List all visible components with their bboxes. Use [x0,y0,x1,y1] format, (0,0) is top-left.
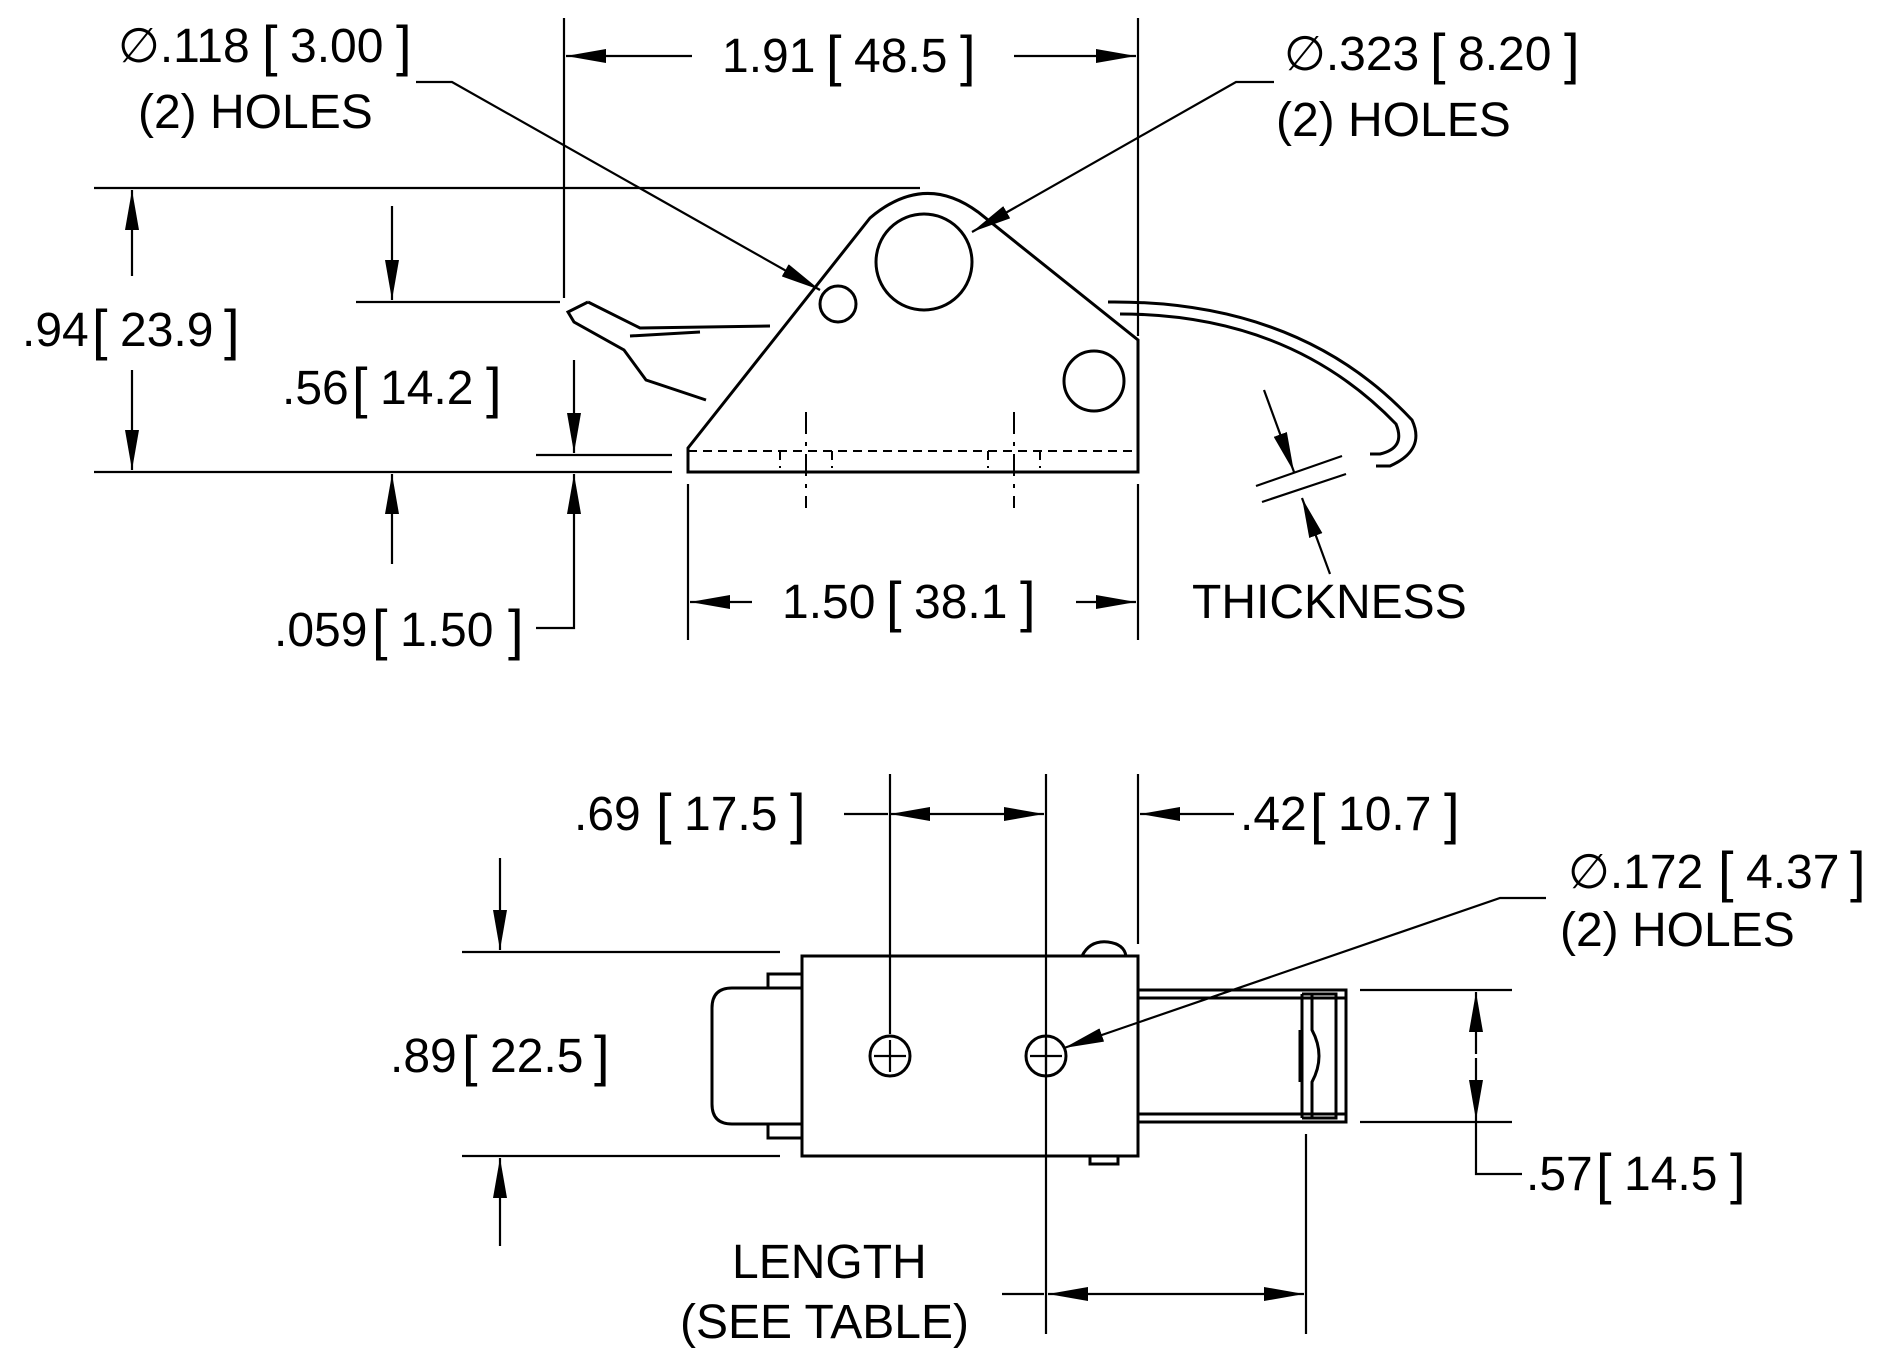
bracket: ] [1730,1142,1746,1205]
bracket: [ [1430,22,1446,85]
length-label: LENGTH [732,1236,927,1289]
bracket: ] [594,1024,610,1087]
left-lever-inner [587,300,771,338]
bracket: [ [262,14,278,77]
thickness-label: THICKNESS [1192,576,1467,629]
thickness-arrow-top [1262,389,1296,473]
top-hook-inner [1298,992,1338,1120]
hook-wire-inner [1119,312,1401,456]
bracket: ] [1020,570,1036,633]
top-hook-outer [1138,988,1348,1124]
dim-150-inch: 1.50 [782,576,875,629]
mount-hole-dia: ∅.172 [1568,846,1703,899]
dim-94-inch: .94 [22,304,89,357]
bracket: [ [826,24,842,87]
dim-1-91-inch: 1.91 [722,30,815,83]
thickness-arrow-bottom [1300,497,1332,575]
thickness-ext-1 [1255,454,1343,488]
dim-059-up [536,474,581,630]
dim-56-metric: 14.2 [380,362,473,415]
bracket: ] [224,298,240,361]
small-hole-note: (2) HOLES [138,86,373,139]
bracket: [ [352,356,368,419]
side-view: 1.91 [ 48.5 ] ∅.118 [ 3.00 ] (2) HOLES ∅… [22,14,1580,661]
bracket: ] [1850,840,1866,903]
bracket: ] [1564,22,1580,85]
bracket: [ [1310,782,1326,845]
top-view: .69 [ 17.5 ] .42 [ 10.7 ] ∅.172 [ 4.37 ]… [390,774,1866,1349]
bracket: ] [790,782,806,845]
large-hole-metric: 8.20 [1458,28,1551,81]
dim-42-inch: .42 [1240,788,1307,841]
large-hole-dia: ∅.323 [1284,28,1419,81]
bracket: [ [92,298,108,361]
dim-69-metric: 17.5 [684,788,777,841]
mount-hole-metric: 4.37 [1746,846,1839,899]
small-hole-leader [416,80,821,291]
large-hole-circle [874,212,974,312]
dim-57-metric: 14.5 [1624,1148,1717,1201]
bracket: [ [372,598,388,661]
bracket: [ [656,782,672,845]
small-hole-circle [818,284,858,324]
large-hole-note: (2) HOLES [1276,94,1511,147]
dim-059-inch: .059 [274,604,367,657]
bracket: [ [886,570,902,633]
small-hole-metric: 3.00 [290,20,383,73]
mount-hole-left [868,1034,912,1078]
bracket: ] [508,598,524,661]
lower-hole-circle [1062,349,1126,413]
dim-69-inch: .69 [574,788,641,841]
top-left-lever-notch [766,972,802,1140]
top-body-rect [800,954,1140,1158]
top-left-lever [710,986,802,1126]
bracket: ] [960,24,976,87]
bottom-bump [1088,1156,1120,1166]
dim-57-inch: .57 [1526,1148,1593,1201]
dim-1-91-metric: 48.5 [854,30,947,83]
hook-wire-outer [1107,300,1418,468]
dim-89-metric: 22.5 [490,1030,583,1083]
bracket: [ [1596,1142,1612,1205]
dim-57-leader [1474,1120,1522,1176]
bracket: ] [486,356,502,419]
dim-56-inch: .56 [282,362,349,415]
dim-150-metric: 38.1 [914,576,1007,629]
bracket: [ [1718,840,1734,903]
large-hole-leader [971,80,1274,233]
latch-body-outline [686,192,1140,474]
base-slot-hidden [779,451,1041,468]
mount-hole-leader [1063,896,1546,1050]
mount-hole-note: (2) HOLES [1560,904,1795,957]
bracket: ] [1444,782,1460,845]
bracket: ] [396,14,412,77]
small-hole-dia: ∅.118 [118,20,250,73]
length-note: (SEE TABLE) [680,1296,969,1349]
left-lever [565,300,707,402]
thickness-ext-2 [1261,472,1347,504]
dim-94-metric: 23.9 [120,304,213,357]
dim-89-inch: .89 [390,1030,457,1083]
bracket: [ [462,1024,478,1087]
top-bump [1080,940,1128,957]
dim-42-metric: 10.7 [1338,788,1431,841]
dim-059-metric: 1.50 [400,604,493,657]
